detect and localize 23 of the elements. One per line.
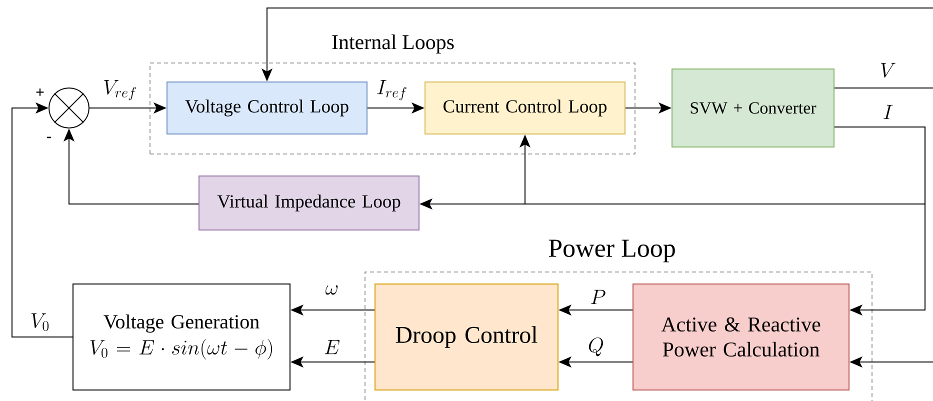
edge-label: $\omega$ [324, 284, 340, 296]
edge-label: $E$ [322, 338, 342, 356]
node-label: Power Loop [548, 240, 675, 262]
process-box: SVW + Converter [672, 68, 835, 148]
process-box: Voltage Control Loop [166, 82, 368, 134]
edge-label: $V$ [878, 62, 898, 78]
edge-label: $I$ [882, 104, 894, 120]
process-box: Voltage Generation $V_0 = E \cdot sin(\omega t - \phi)$ [72, 284, 290, 390]
sign-label: - [46, 136, 52, 138]
process-box: Current Control Loop [424, 82, 626, 134]
arrow [519, 126, 926, 204]
edge-label: $I_{ref}$ [375, 78, 409, 102]
edge-label: $V_0$ [29, 312, 51, 332]
process-box: Virtual Impedance Loop [198, 176, 420, 230]
process-box: Droop Control [374, 284, 558, 390]
sign-label: + [36, 88, 44, 96]
edge-label: $V_{ref}$ [102, 78, 138, 102]
edge-label: $P$ [589, 288, 607, 306]
node-label: Internal Loops [332, 34, 454, 54]
summing-junction [48, 88, 90, 128]
arrow [12, 102, 73, 338]
process-box: Active & Reactive Power Calculation [632, 284, 850, 390]
edge-label: $Q$ [586, 336, 606, 358]
